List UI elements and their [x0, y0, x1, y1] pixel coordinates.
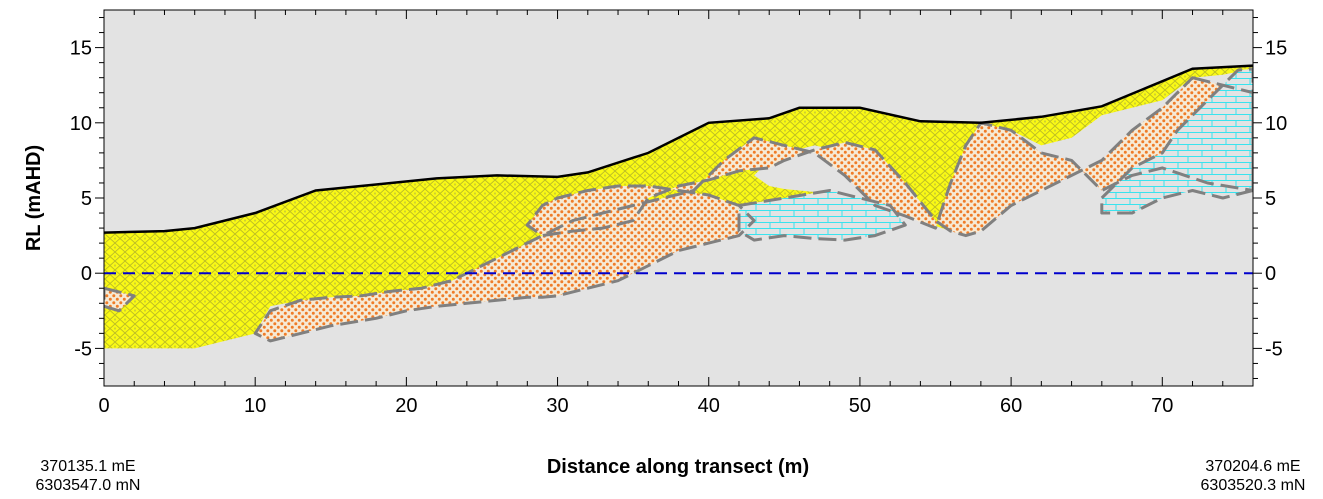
left-northing-label: 6303547.0 mN — [36, 477, 141, 494]
unit-boundaries — [104, 67, 1253, 343]
unit-boundary-4 — [1100, 67, 1253, 215]
y-tick-label-right: 15 — [1265, 38, 1287, 60]
y-tick-label-left: 10 — [70, 113, 92, 135]
unit-boundary-1 — [104, 286, 136, 313]
y-tick-label-left: 0 — [81, 263, 92, 285]
y-axis-title: RL (mAHD) — [23, 145, 45, 251]
unit-limestone-3 — [739, 190, 906, 241]
x-tick-label: 20 — [395, 395, 417, 417]
unit-boundary-2 — [253, 76, 1253, 343]
unit-gravel-2 — [255, 77, 1253, 341]
left-easting-label: 370135.1 mE — [40, 458, 135, 475]
y-tick-label-right: 5 — [1265, 188, 1276, 210]
y-tick-label-left: 15 — [70, 38, 92, 60]
axis-ticks: 0 10 20 30 40 50 60 70 -5 -5 0 0 5 5 10 10 15 15 — [70, 10, 1287, 417]
x-tick-label: 60 — [1000, 395, 1022, 417]
ground-surface-line — [103, 64, 1254, 234]
y-tick-label-right: 0 — [1265, 263, 1276, 285]
unit-limestone-4 — [1101, 68, 1253, 213]
x-tick-label: 0 — [98, 395, 109, 417]
unit-boundary-3 — [737, 189, 907, 242]
x-tick-label: 30 — [546, 395, 568, 417]
x-tick-label: 10 — [244, 395, 266, 417]
y-tick-label-right: -5 — [1265, 338, 1283, 360]
y-tick-label-right: 10 — [1265, 113, 1287, 135]
y-tick-label-left: 5 — [81, 188, 92, 210]
x-axis-title: Distance along transect (m) — [547, 456, 809, 478]
geologic-units — [104, 65, 1253, 349]
x-tick-label: 50 — [849, 395, 871, 417]
x-tick-label: 40 — [698, 395, 720, 417]
right-easting-label: 370204.6 mE — [1205, 458, 1300, 475]
right-northing-label: 6303520.3 mN — [1201, 477, 1306, 494]
y-tick-label-left: -5 — [74, 338, 92, 360]
unit-gravel-1 — [104, 288, 135, 311]
x-tick-label: 70 — [1151, 395, 1173, 417]
